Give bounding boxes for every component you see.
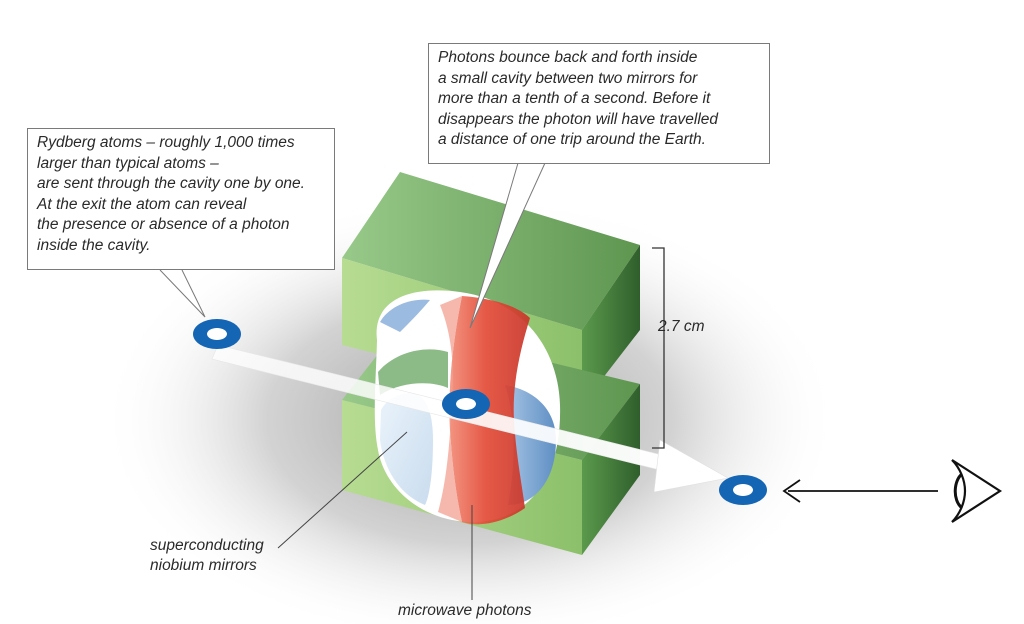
atom-ring-icon <box>193 319 241 349</box>
atoms-callout-line: inside the cavity. <box>37 236 151 254</box>
microwave-photons-label: microwave photons <box>398 602 532 619</box>
atoms-callout-line: larger than typical atoms – <box>37 154 219 172</box>
atoms-callout-line: Rydberg atoms – roughly 1,000 times <box>37 134 295 151</box>
atoms-callout-line: At the exit the atom can reveal <box>37 195 247 213</box>
photons-callout: Photons bounce back and forth inside a s… <box>428 43 770 164</box>
dimension-bracket <box>652 247 665 449</box>
photons-callout-line: a distance of one trip around the Earth. <box>438 131 706 149</box>
atom-ring-icon <box>442 389 490 419</box>
eye-icon <box>951 459 1003 523</box>
photons-callout-line: disappears the photon will have travelle… <box>438 110 719 128</box>
front-mirror <box>380 393 433 505</box>
observer-arrow <box>782 479 938 503</box>
mirrors-label-line: superconducting <box>150 537 264 554</box>
photon-beam <box>449 296 530 525</box>
callout-pointers <box>159 162 546 600</box>
dimension-label: 2.7 cm <box>658 318 705 335</box>
atoms-callout-line: the presence or absence of a photon <box>37 216 290 234</box>
photons-callout-line: Photons bounce back and forth inside <box>438 49 698 66</box>
atom-ring-icon <box>719 475 767 505</box>
photons-callout-line: a small cavity between two mirrors for <box>438 69 698 87</box>
photons-callout-line: more than a tenth of a second. Before it <box>438 90 711 108</box>
mirrors-label: superconducting niobium mirrors <box>150 536 264 576</box>
atoms-callout-line: are sent through the cavity one by one. <box>37 175 305 193</box>
atoms-callout: Rydberg atoms – roughly 1,000 times larg… <box>27 128 335 270</box>
mirrors-label-line: niobium mirrors <box>150 557 257 574</box>
